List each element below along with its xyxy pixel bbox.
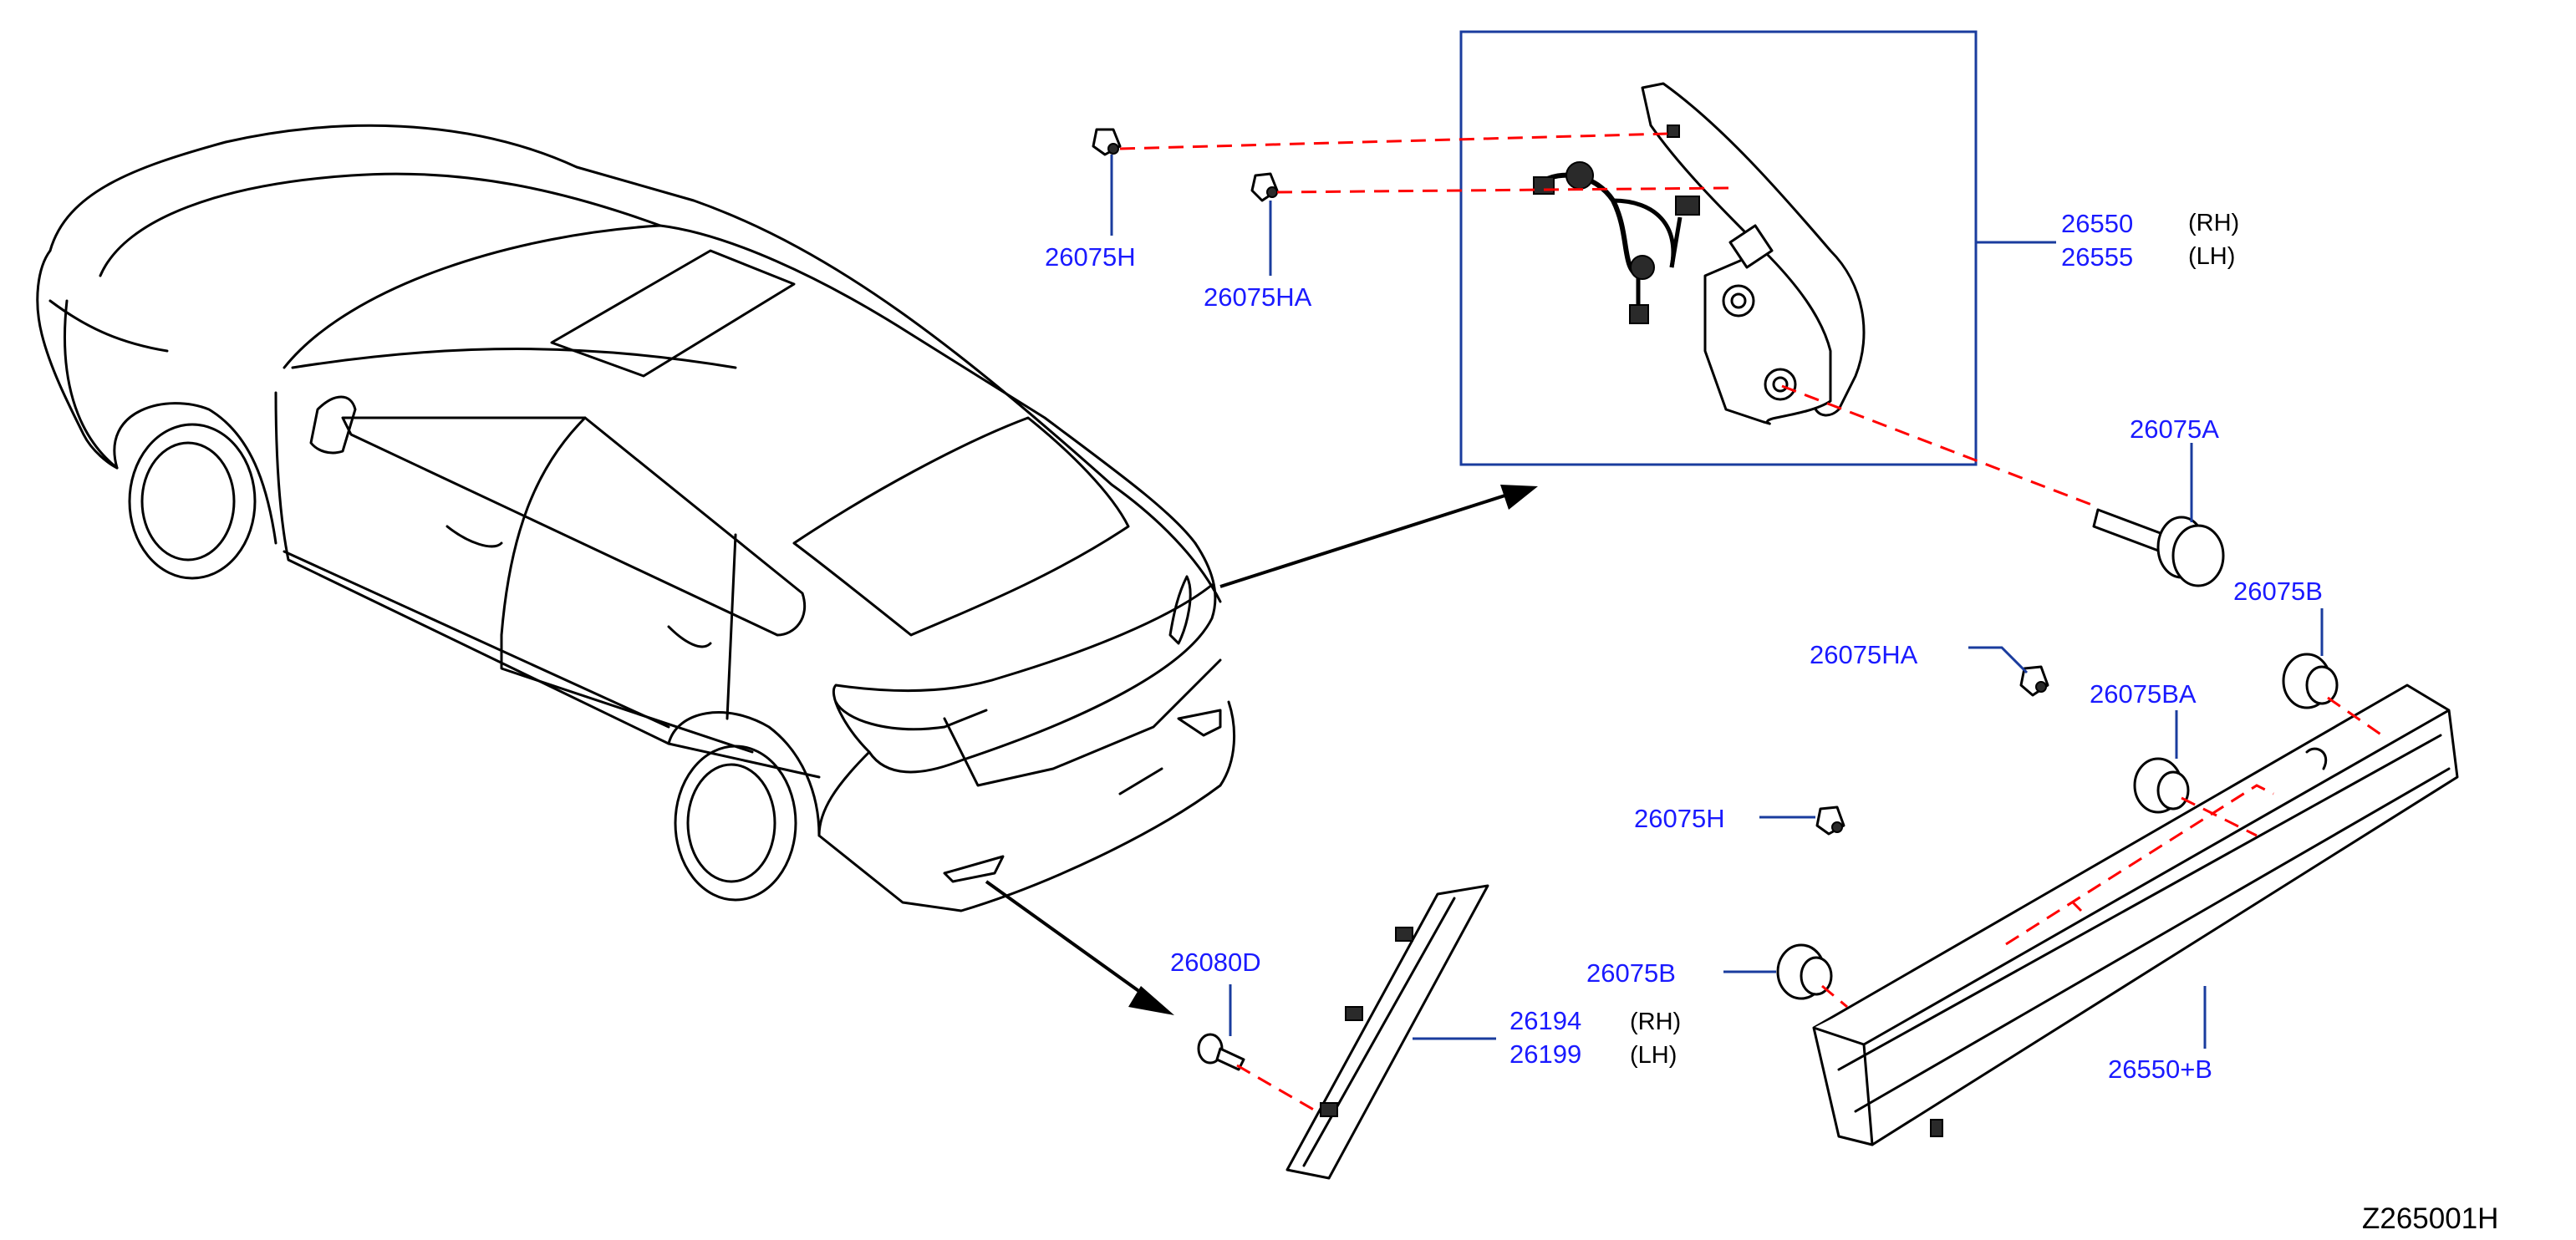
label-26075b-top: 26075B [2233, 577, 2323, 606]
label-reflector-lh: 26199 [1509, 1039, 1581, 1069]
label-26075a: 26075A [2130, 414, 2219, 444]
leader-lines [1110, 155, 2324, 1049]
grommet-26075b-low [1776, 943, 1833, 1000]
label-26075ha-top: 26075HA [1204, 282, 1312, 312]
label-lh-2: (LH) [1630, 1042, 1677, 1069]
vehicle-illustration [36, 124, 1235, 912]
grommet-26075b-top [2282, 653, 2339, 709]
screw-26075a [2092, 508, 2225, 587]
label-26075h-mid: 26075H [1634, 804, 1725, 833]
clip-26075ha-top [1250, 172, 1279, 202]
label-26075ha-mid: 26075HA [1810, 640, 1918, 669]
rear-reflector-part [1285, 884, 1489, 1180]
tail-lamp-detail-box [1459, 30, 1978, 466]
clip-26075h-mid [1815, 805, 1845, 836]
label-reflector-rh: 26194 [1509, 1006, 1581, 1035]
pointer-arrows [985, 485, 1538, 1015]
label-26080d: 26080D [1170, 948, 1261, 977]
label-tail-lamp-lh: 26555 [2061, 242, 2133, 272]
label-lh-1: (LH) [2188, 243, 2235, 270]
grommet-26075ba [2133, 757, 2190, 814]
label-rh-1: (RH) [2188, 210, 2239, 236]
label-26075h-top: 26075H [1045, 242, 1136, 272]
diagram-code: Z265001H [2362, 1202, 2498, 1235]
label-finisher: 26550+B [2108, 1055, 2212, 1084]
screw-26080d [1197, 1033, 1245, 1071]
label-rh-2: (RH) [1630, 1009, 1681, 1035]
clip-26075ha-mid [2019, 665, 2049, 697]
label-26075b-low: 26075B [1586, 958, 1676, 988]
clip-26075h-top [1092, 128, 1122, 156]
rear-finisher-part [1812, 684, 2459, 1146]
label-26075ba: 26075BA [2090, 679, 2197, 709]
label-tail-lamp-rh: 26550 [2061, 209, 2133, 238]
assembly-guide-lines [1119, 132, 2383, 1113]
part-number-labels: 26075H 26075HA 26550 (RH) 26555 (LH) 260… [1045, 209, 2498, 1235]
